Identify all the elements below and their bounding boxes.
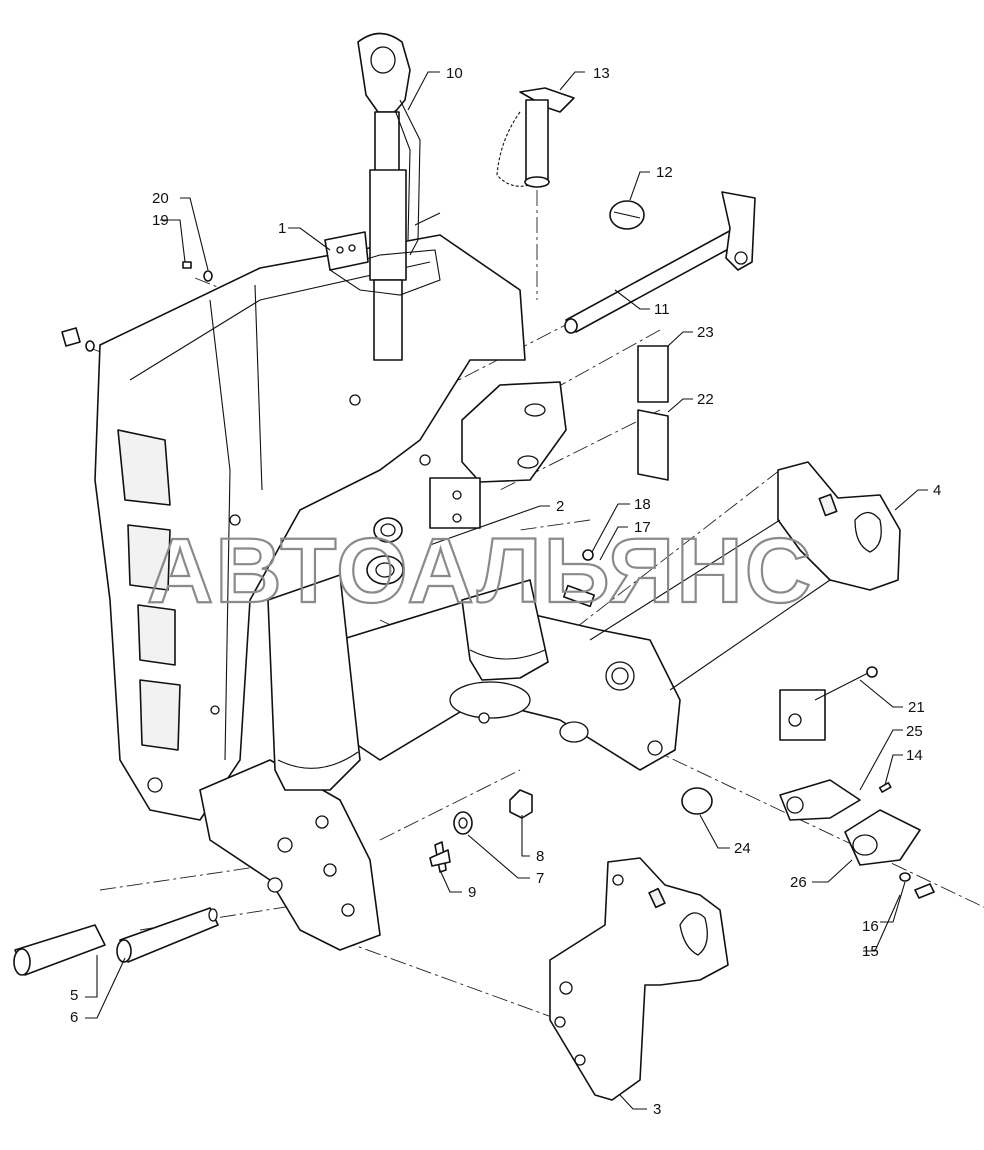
callout-17: 17	[634, 519, 651, 536]
decals	[637, 345, 669, 481]
callout-5: 5	[70, 987, 78, 1004]
hydraulic-fittings	[366, 517, 596, 608]
watermark-text: АВТОАЛЬЯНС	[147, 520, 813, 622]
left-lower-hook	[549, 857, 729, 1101]
small-hardware	[61, 261, 935, 899]
callout-9: 9	[468, 884, 476, 901]
callout-labels: 1 2 3 4 5 6 7 8 9 10 11 12 13 14 15 16 1…	[70, 65, 941, 1118]
callout-21: 21	[908, 699, 925, 716]
right-lower-hook	[589, 461, 901, 691]
callout-7: 7	[536, 870, 544, 887]
callout-23: 23	[697, 324, 714, 341]
cross-pin	[564, 191, 756, 334]
callout-18: 18	[634, 496, 651, 513]
callout-16: 16	[862, 918, 879, 935]
callout-26: 26	[790, 874, 807, 891]
callout-6: 6	[70, 1009, 78, 1026]
callout-25: 25	[906, 723, 923, 740]
lift-cylinders	[267, 574, 549, 791]
front-hitch-frame	[94, 234, 681, 951]
callout-22: 22	[697, 391, 714, 408]
callout-1: 1	[278, 220, 286, 237]
callout-12: 12	[656, 164, 673, 181]
callout-14: 14	[906, 747, 923, 764]
callout-13: 13	[593, 65, 610, 82]
hitch-pins	[13, 907, 219, 976]
lynch-pin-with-chain	[496, 87, 575, 188]
upper-link-bracket	[429, 381, 567, 529]
callout-3: 3	[653, 1101, 661, 1118]
callout-8: 8	[536, 848, 544, 865]
callout-10: 10	[446, 65, 463, 82]
callout-19: 19	[152, 212, 169, 229]
retaining-ring	[609, 200, 645, 230]
callout-leaders	[85, 71, 928, 1110]
callout-4: 4	[933, 482, 941, 499]
callout-20: 20	[152, 190, 169, 207]
callout-11: 11	[654, 301, 670, 318]
callout-24: 24	[734, 840, 751, 857]
top-link	[324, 32, 441, 361]
callout-15: 15	[862, 943, 879, 960]
callout-2: 2	[556, 498, 564, 515]
